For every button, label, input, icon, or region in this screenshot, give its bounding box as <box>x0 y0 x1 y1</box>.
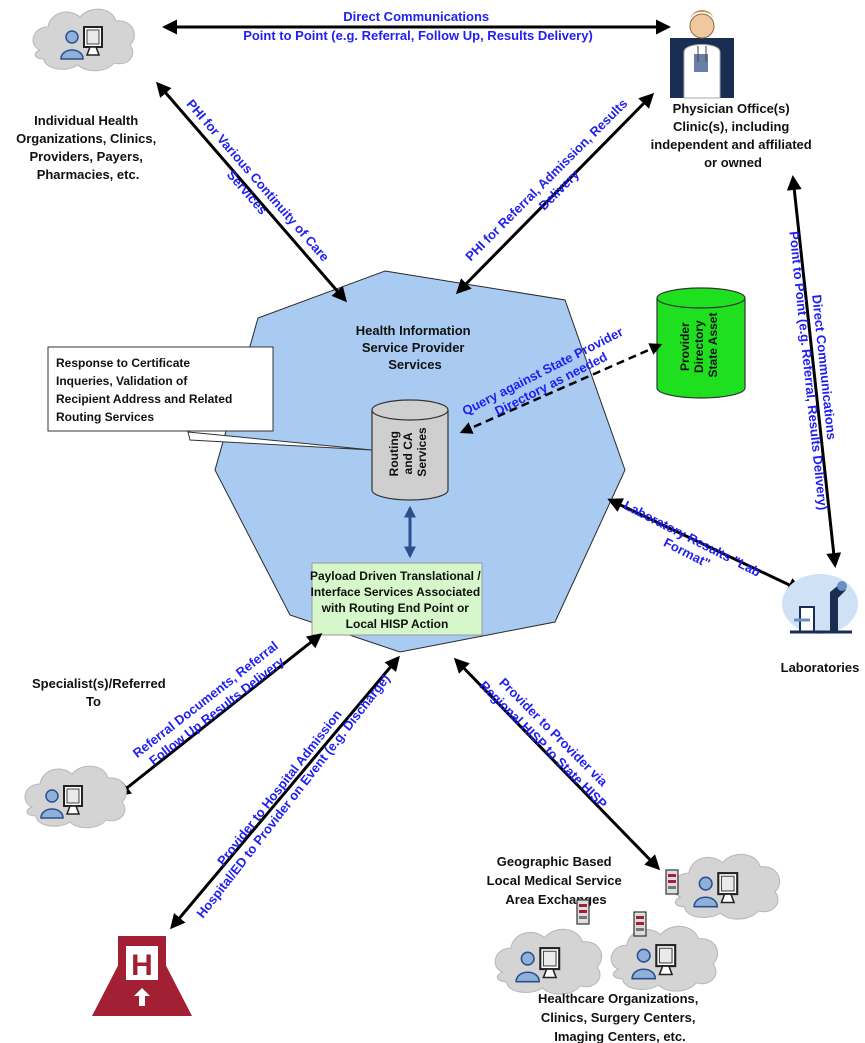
phi-referral-label: PHI for Referral, Admission, Results Del… <box>462 93 644 275</box>
physician-icon <box>670 10 734 99</box>
hub-title: Health Information Service Provider Serv… <box>356 323 474 372</box>
routing-ca-cylinder: Routing and CA Services <box>371 399 449 501</box>
healthcare-orgs-label: Healthcare Organizations, Clinics, Surge… <box>538 991 702 1043</box>
hospital-admission-arrow <box>170 655 400 930</box>
referral-docs-label: Referral Documents, Referral Follow Up R… <box>130 636 294 773</box>
laboratories-label: Laboratories <box>781 660 860 675</box>
provider-regional-label: Provider to Provider via Regional HISP t… <box>477 667 622 812</box>
provider-directory-cylinder: Provider Directory State Asset <box>656 287 746 399</box>
phi-continuity-arrow <box>156 81 347 303</box>
svg-text:Provider Directory: Provider Directory State Asset <box>678 313 720 378</box>
exchange-cloud-middle <box>610 925 719 992</box>
svg-text:Payload Driven Translational /: Payload Driven Translational / Interface… <box>310 569 484 631</box>
phi-continuity-label: PHI for Various Continuity of Care Servi… <box>172 96 335 277</box>
exchange-cloud-right <box>672 853 781 920</box>
right-direct-label: Direct Communications Point to Point (e.… <box>786 229 846 511</box>
routing-ca-label: Routing and CA Services <box>387 427 429 477</box>
cloud-user-computer-icon <box>24 765 127 829</box>
svg-text:Response to Certificate: Response to Certificate Inqueries, Valid… <box>56 356 236 424</box>
query-state-arrow <box>459 343 663 434</box>
lab-results-arrow <box>607 498 803 592</box>
right-direct-arrow <box>786 175 842 568</box>
physician-office-label: Physician Office(s) Clinic(s), including… <box>651 101 816 170</box>
top-direct-label: Direct Communications Point to Point (e.… <box>243 9 593 43</box>
individual-health-label: Individual Health Organizations, Clinics… <box>16 113 160 182</box>
server-icon <box>665 869 679 895</box>
exchange-cloud-left <box>494 928 603 995</box>
laboratory-microscope-icon <box>782 574 858 634</box>
phi-referral-arrow <box>455 92 655 295</box>
specialist-label: Specialist(s)/Referred To <box>32 676 169 709</box>
provider-regional-arrow <box>453 657 661 871</box>
certificate-callout: Response to Certificate Inqueries, Valid… <box>47 346 373 451</box>
geographic-label: Geographic Based Local Medical Service A… <box>487 854 626 907</box>
server-icon <box>633 911 647 937</box>
lab-results-label: Laboratory Results "Lab Format" <box>615 498 767 595</box>
payload-services-box: Payload Driven Translational / Interface… <box>310 562 484 636</box>
hospital-icon: H <box>92 936 192 1016</box>
hospital-letter: H <box>131 949 153 982</box>
server-icon <box>576 899 590 925</box>
cloud-user-computer-icon <box>32 8 135 72</box>
